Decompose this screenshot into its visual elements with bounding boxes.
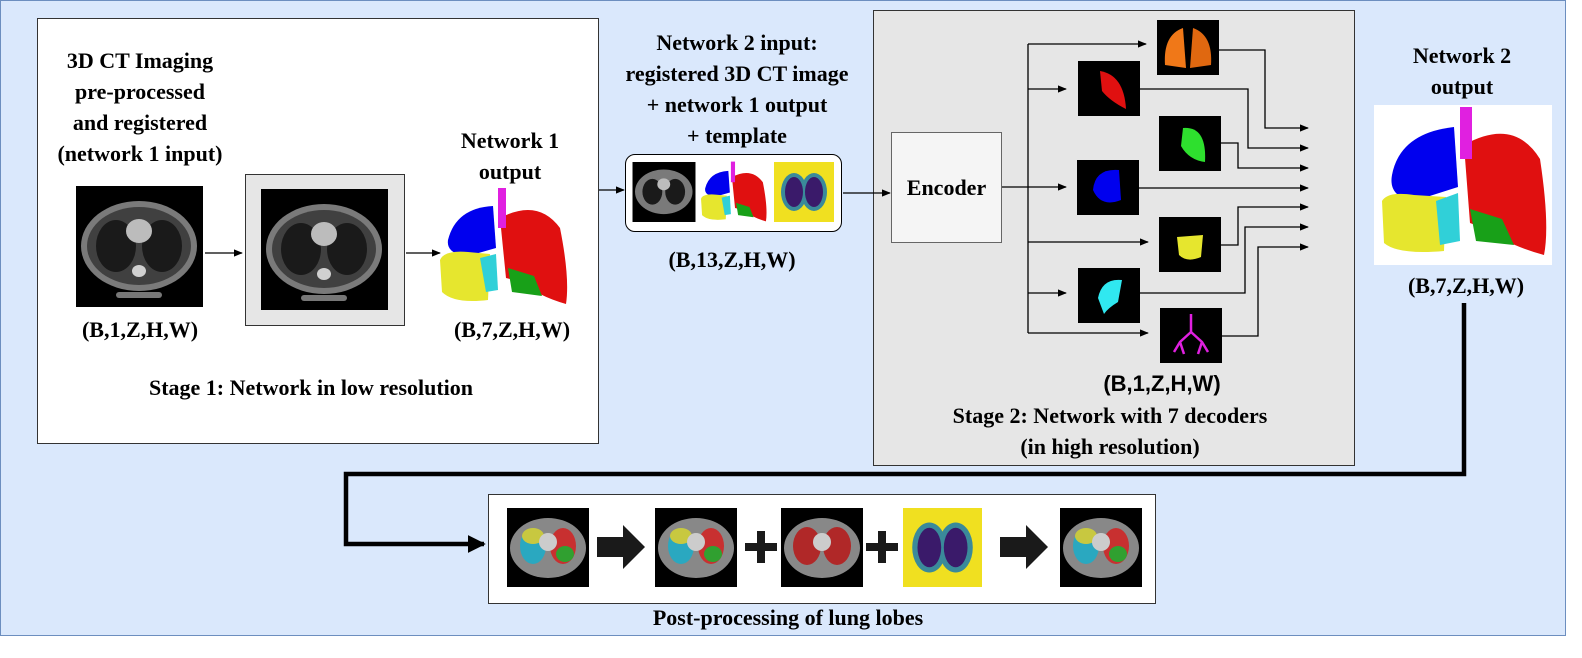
pp-ct-lungmask (781, 508, 863, 587)
network2-input-template (774, 162, 834, 222)
decoder-output-lobe-red (1078, 61, 1140, 116)
pp-arrow-2 (1000, 525, 1048, 569)
ct-slice-input (76, 186, 203, 307)
pp-plus-1 (745, 531, 777, 563)
network2-input-label: Network 2 input:registered 3D CT image+ … (625, 30, 849, 148)
pp-ct-lobes-2 (655, 508, 737, 587)
network2-input-ct (632, 162, 696, 222)
ct-slice-network1 (261, 189, 388, 310)
pp-ct-lobes-1 (507, 508, 589, 587)
network2-input-shape: (B,13,Z,H,W) (668, 247, 796, 272)
decoder-output-lobe-blue (1077, 160, 1139, 215)
pp-ct-lobes-result (1060, 508, 1142, 587)
network1-output-lungs (438, 188, 570, 306)
stage2-caption: Stage 2: Network with 7 decoders(in high… (952, 403, 1268, 459)
encoder-label: Encoder (906, 175, 987, 200)
decoder-output-lobe-cyan (1078, 268, 1140, 323)
decoder-output-airway (1160, 308, 1222, 363)
encoder-block (891, 132, 1002, 243)
stage1-input-shape: (B,1,Z,H,W) (81, 317, 199, 342)
postprocessing-caption: Post-processing of lung lobes (652, 605, 924, 630)
network2-output-shape: (B,7,Z,H,W) (1407, 273, 1525, 298)
pp-plus-2 (866, 531, 898, 563)
decoder-output-lobe-green (1159, 116, 1221, 171)
pp-template (903, 508, 982, 587)
network2-input-lungs (700, 160, 768, 224)
decoder-output-shape: (B,1,Z,H,W) (1103, 371, 1221, 396)
network2-output-lungs (1374, 105, 1552, 265)
decoder-output-lung-both (1157, 20, 1219, 75)
arrow-to-postprocessing (343, 303, 1467, 553)
pp-arrow-1 (597, 525, 645, 569)
decoder-output-lobe-yellow (1159, 217, 1221, 272)
stage1-caption: Stage 1: Network in low resolution (148, 375, 474, 400)
network1-output-shape: (B,7,Z,H,W) (453, 317, 571, 342)
